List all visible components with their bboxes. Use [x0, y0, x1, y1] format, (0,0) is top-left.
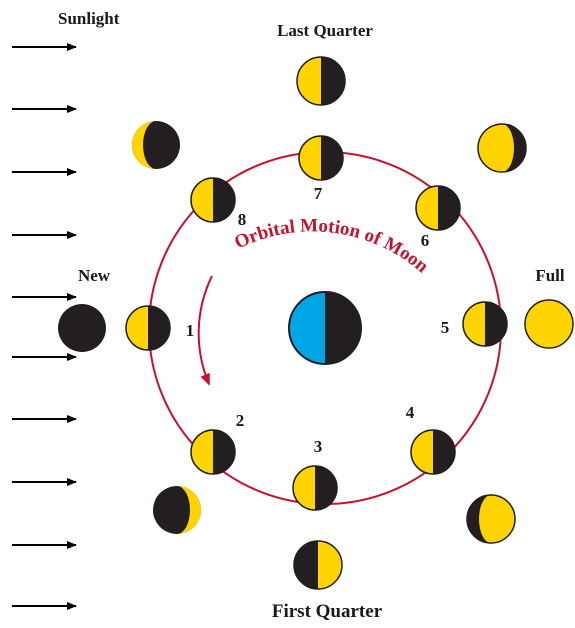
position-number-5: 5	[441, 318, 450, 337]
position-number-4: 4	[406, 403, 415, 422]
orbit-moon-3	[292, 465, 338, 511]
position-number-6: 6	[421, 231, 430, 250]
orbit-moon-6	[415, 185, 461, 231]
orbital-motion-label: Orbital Motion of Moon	[231, 215, 432, 277]
last-quarter-label: Last Quarter	[277, 21, 373, 40]
orbit-moon-2	[190, 429, 236, 475]
phase-first-quarter	[293, 540, 343, 590]
phase-new-moon	[58, 304, 106, 352]
phase-waning-crescent	[132, 121, 180, 169]
sunlight-label: Sunlight	[58, 9, 120, 28]
orbit-direction-arrow	[197, 275, 213, 386]
orbital-motion-label-path: Orbital Motion of Moon	[231, 215, 432, 277]
orbit-moon-4	[410, 429, 456, 475]
position-number-1: 1	[186, 321, 195, 340]
first-quarter-label: First Quarter	[272, 601, 383, 622]
orbit-moon-8	[190, 177, 236, 223]
orbit-moon-5	[462, 301, 508, 347]
earth-day-side	[289, 292, 325, 364]
phase-last-quarter	[296, 56, 346, 106]
phase-waxing-crescent	[153, 486, 201, 534]
position-number-8: 8	[238, 210, 247, 229]
phase-waxing-gibbous	[466, 494, 516, 544]
orbit-moon-1	[125, 305, 171, 351]
position-number-2: 2	[236, 411, 245, 430]
phase-full-moon	[524, 299, 574, 349]
seen-phases	[58, 56, 574, 590]
orbit-moons	[125, 135, 508, 511]
orbit-moon-7	[298, 135, 344, 181]
earth-outline	[288, 291, 362, 365]
phase-waning-gibbous	[477, 123, 527, 173]
position-number-7: 7	[314, 184, 323, 203]
sunlight-arrows	[12, 43, 77, 610]
position-number-3: 3	[314, 437, 323, 456]
full-label: Full	[535, 266, 565, 285]
new-label: New	[78, 266, 111, 285]
earth-night-side	[325, 292, 361, 364]
earth	[288, 291, 362, 365]
